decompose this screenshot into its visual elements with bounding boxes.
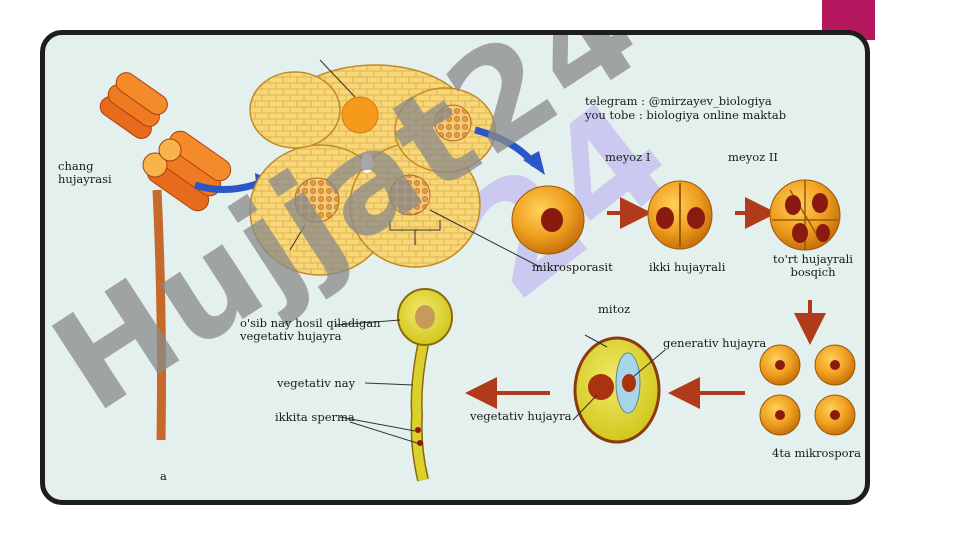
label-generativ-hujayra: generativ hujayra [663,336,767,350]
anther-top-icon [99,72,168,139]
two-cell-stage [647,180,713,250]
blue-arrow-2-head [523,151,545,175]
anther-cross-section [249,59,541,276]
diagram-frame: 24 [40,30,870,505]
four-cell-stage [769,179,841,251]
label-mikrosporasit: mikrosporasit [532,260,613,274]
four-microspores [759,344,856,436]
label-ikki-hujayrali: ikki hujayrali [649,260,726,274]
label-ikkita-sperma: ikkita sperma [275,410,355,424]
germinating-pollen [334,288,453,482]
mitosis-pollen-grain [572,334,666,444]
label-vegetativ-hujayra: vegetativ hujayra [470,409,572,423]
label-a: a [160,469,167,483]
pollen-tube-a [152,189,166,441]
label-vegetativ-nay: vegetativ nay [277,376,356,390]
anther-cut-icon [142,130,232,212]
credit-telegram: telegram : @mirzayev_biologiya [585,94,772,108]
label-meyoz2: meyoz II [728,150,778,164]
label-chang-hujayrasi: chang hujayrasi [58,159,112,186]
microsporocyte-cell [511,185,585,255]
label-meyoz1: meyoz I [605,150,651,164]
diagram-canvas: 24 [45,35,856,482]
blue-arrow-1 [193,179,262,194]
credit-youtube: you tobe : biologiya online maktab [585,108,787,122]
label-4ta-mikrospora: 4ta mikrospora [772,446,861,460]
label-mitoz: mitoz [598,302,631,316]
label-osib-nay: o'sib nay hosil qiladigan vegetativ huja… [240,316,381,343]
label-tort-hujayrali: to'rt hujayrali bosqich [773,252,853,279]
